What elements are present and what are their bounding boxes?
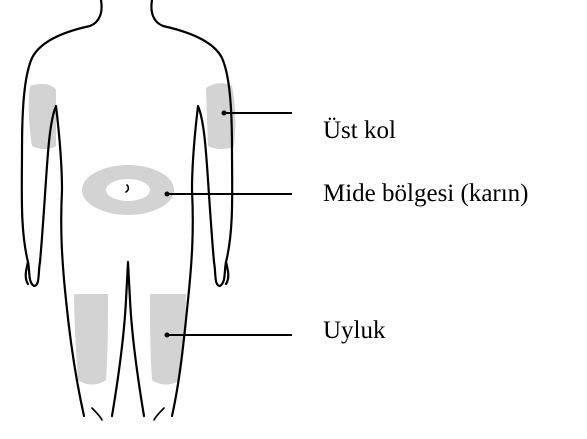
navel — [126, 185, 128, 192]
inner-legs — [112, 262, 144, 416]
label-thigh: Uyluk — [323, 318, 386, 343]
leader-dot-upper-arm — [222, 111, 227, 116]
zone-right-thigh — [74, 294, 108, 385]
right-knee-mark — [92, 408, 102, 420]
label-upper-arm: Üst kol — [323, 118, 396, 143]
leader-dot-thigh — [165, 333, 170, 338]
neck-right — [90, 0, 102, 26]
label-abdomen: Mide bölgesi (karın) — [323, 181, 529, 206]
left-hand — [226, 262, 228, 284]
left-knee-mark — [154, 408, 164, 420]
right-hand — [26, 262, 28, 284]
leader-dot-abdomen — [165, 192, 170, 197]
neck-left — [151, 0, 163, 26]
